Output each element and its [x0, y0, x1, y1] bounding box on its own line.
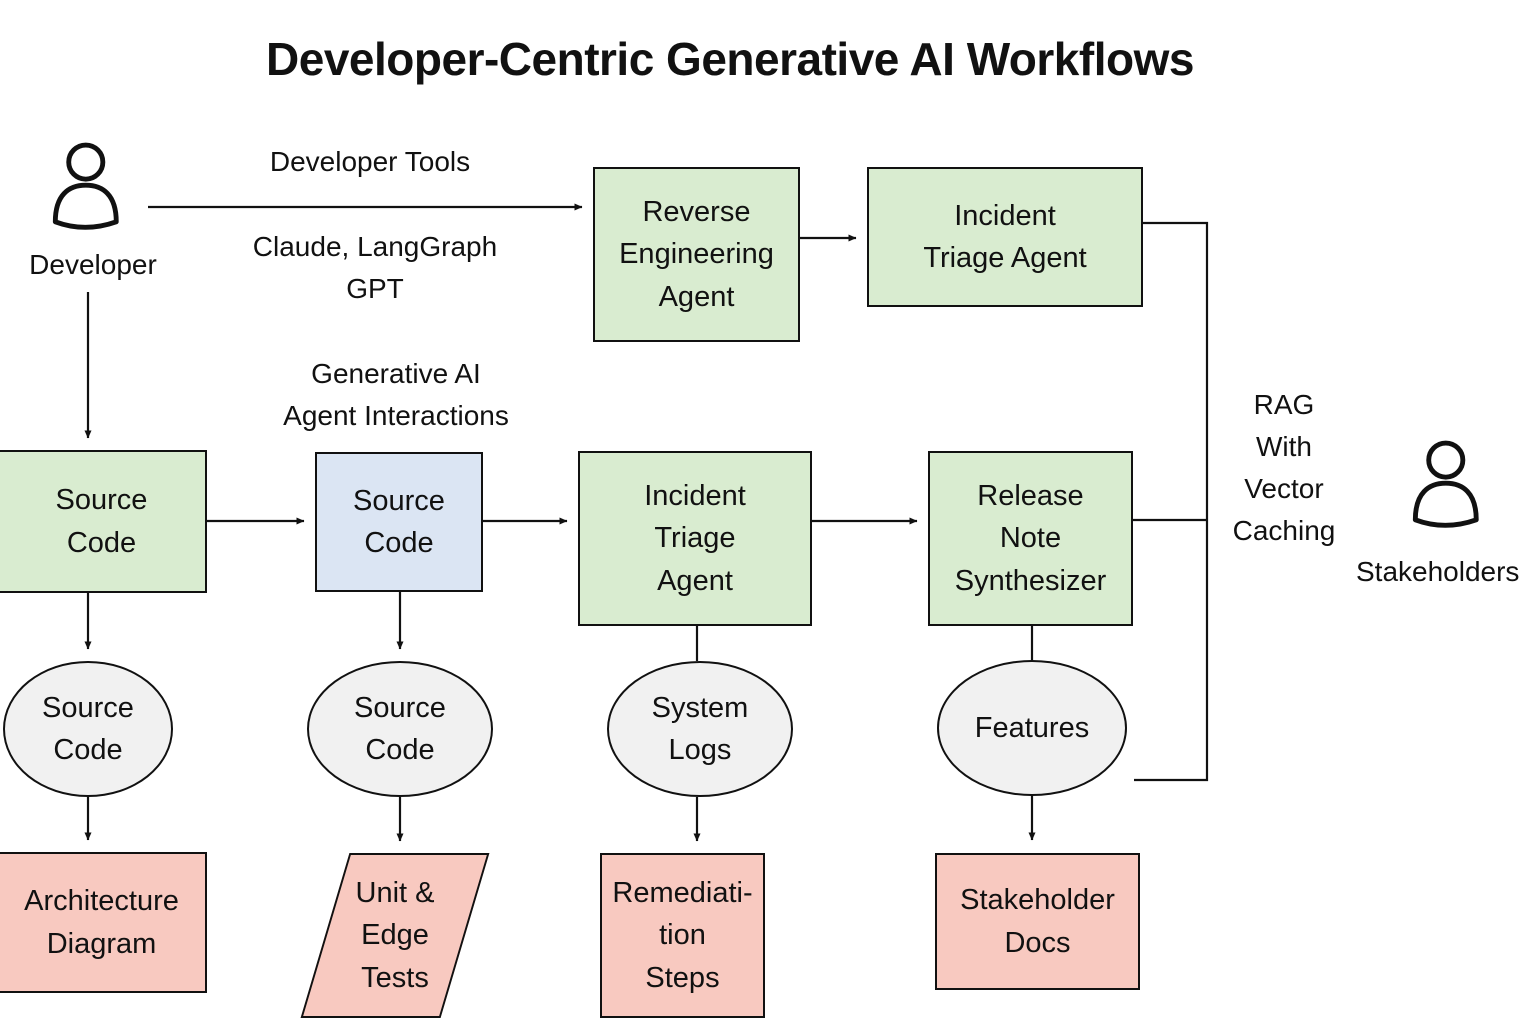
developer-label: Developer	[29, 249, 157, 280]
node-incident-triage-agent-top: Incident Triage Agent	[867, 167, 1143, 307]
developer-tools-label: Developer Tools	[269, 146, 471, 177]
node-unit-edge-tests: Unit & Edge Tests	[300, 853, 490, 1018]
node-source-code-input: Source Code	[0, 450, 207, 593]
node-architecture-diagram: Architecture Diagram	[0, 852, 207, 993]
agent-interactions-label: Generative AI Agent Interactions	[283, 358, 509, 431]
rag-label: RAG With Vector Caching	[1232, 389, 1336, 546]
node-release-note-synthesizer: Release Note Synthesizer	[928, 451, 1133, 626]
node-incident-triage-agent: Incident Triage Agent	[578, 451, 812, 626]
node-source-code-data-2: Source Code	[307, 661, 493, 797]
edge-incident-triage-top-to-features	[1134, 221, 1209, 782]
node-system-logs: System Logs	[607, 661, 793, 797]
node-source-code-data-1: Source Code	[3, 661, 173, 797]
node-reverse-engineering-agent: Reverse Engineering Agent	[593, 167, 800, 342]
node-remediation-steps: Remediati- tion Steps	[600, 853, 765, 1018]
diagram-title: Developer-Centric Generative AI Workflow…	[266, 33, 1194, 85]
node-stakeholder-docs: Stakeholder Docs	[935, 853, 1140, 990]
node-source-code-agent: Source Code	[315, 452, 483, 592]
developer-icon	[52, 142, 119, 230]
stakeholders-icon	[1412, 440, 1479, 528]
stakeholders-label: Stakeholders	[1356, 556, 1520, 587]
developer-tools-sub-label: Claude, LangGraph GPT	[252, 231, 498, 304]
node-features: Features	[937, 660, 1127, 796]
unit-edge-tests-label: Unit & Edge Tests	[355, 877, 435, 994]
